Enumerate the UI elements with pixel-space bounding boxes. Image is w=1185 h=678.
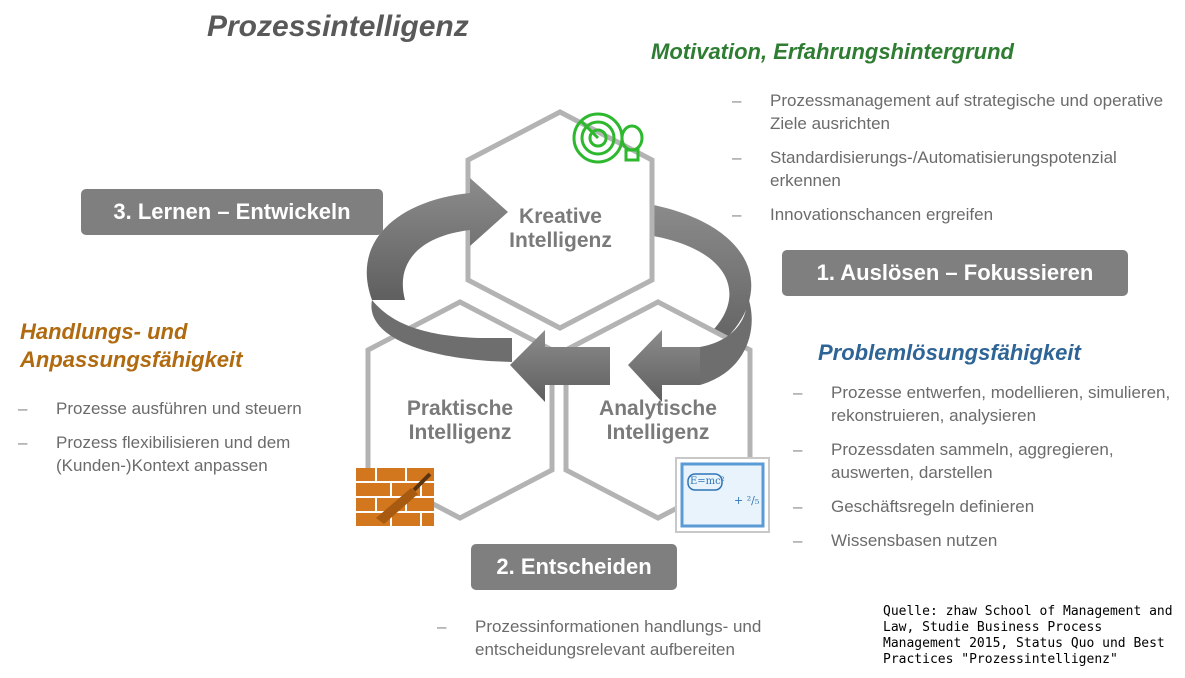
formula-text: E=mc² <box>690 476 725 487</box>
list-item: –Prozesse entwerfen, modellieren, simuli… <box>793 383 1171 425</box>
brick-wall-icon <box>356 468 434 526</box>
list-item: –Prozesse ausführen und steuern <box>18 399 302 418</box>
handlung-heading: Handlungs- und Anpassungsfähigkeit <box>20 319 243 372</box>
problem-list: –Prozesse entwerfen, modellieren, simuli… <box>793 381 1178 563</box>
whiteboard-icon: + ²/₅ <box>675 457 770 533</box>
list-item: –Geschäftsregeln definieren <box>793 497 1035 516</box>
dash-bullet: – <box>732 91 742 110</box>
list-item: –Prozessdaten sammeln, aggregieren, ausw… <box>793 440 1114 482</box>
source-note: Quelle: zhaw School of Management and La… <box>883 604 1173 667</box>
dash-bullet: – <box>18 399 28 418</box>
cycle-arrow-right <box>700 290 752 385</box>
list-item: –Prozess flexibilisieren und dem (Kunden… <box>18 433 291 475</box>
cycle-arrow-top-left <box>366 178 508 300</box>
hex-label-kreativ: Kreative Intelligenz <box>509 205 612 252</box>
entscheiden-list: –Prozessinformationen handlungs- und ent… <box>437 615 837 672</box>
list-item: –Prozessinformationen handlungs- und ent… <box>437 617 762 659</box>
cycle-arrow-back <box>622 200 752 360</box>
hexagon-kreativ <box>465 109 655 331</box>
svg-text:+ ²/₅: + ²/₅ <box>734 494 759 507</box>
cycle-arrow-bottom <box>371 300 512 362</box>
target-bulb-icon <box>572 112 644 164</box>
list-item: –Innovationschancen ergreifen <box>732 205 994 224</box>
dash-bullet: – <box>437 617 447 636</box>
dash-bullet: – <box>793 383 803 402</box>
dash-bullet: – <box>732 205 742 224</box>
step-trigger-badge: 1. Auslösen – Fokussieren <box>782 250 1128 296</box>
dash-bullet: – <box>793 531 803 550</box>
motivation-list: –Prozessmanagement auf strategische und … <box>732 89 1172 237</box>
dash-bullet: – <box>793 440 803 459</box>
hex-label-analytisch: Analytische Intelligenz <box>599 397 717 444</box>
list-item: –Standardisierungs-/Automatisierungspote… <box>732 148 1117 190</box>
page-title: Prozessintelligenz <box>207 10 469 43</box>
dash-bullet: – <box>793 497 803 516</box>
list-item: –Wissensbasen nutzen <box>793 531 998 550</box>
motivation-heading: Motivation, Erfahrungshintergrund <box>651 39 1014 64</box>
arrow-head-right <box>628 330 700 402</box>
dash-bullet: – <box>18 433 28 452</box>
list-item: –Prozessmanagement auf strategische und … <box>732 91 1164 133</box>
hex-label-praktisch: Praktische Intelligenz <box>406 397 514 444</box>
problem-heading: Problemlösungsfähigkeit <box>818 340 1081 365</box>
step-decide-badge: 2. Entscheiden <box>471 544 677 590</box>
arrow-head-center <box>510 330 610 402</box>
handlung-list: –Prozesse ausführen und steuern –Prozess… <box>18 397 348 488</box>
dash-bullet: – <box>732 148 742 167</box>
step-learn-badge: 3. Lernen – Entwickeln <box>81 189 383 235</box>
